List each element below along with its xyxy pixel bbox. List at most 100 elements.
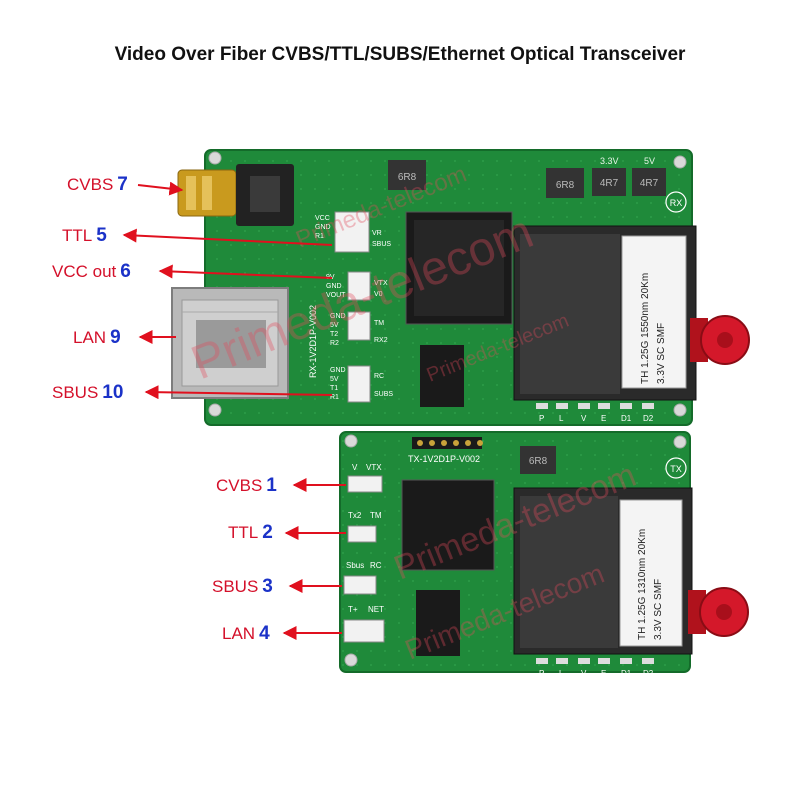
rx-silk: GND: [330, 313, 346, 320]
callout-number: 7: [117, 174, 128, 195]
rx-led-label: D1: [621, 414, 632, 423]
rx-mount-hole: [208, 151, 222, 165]
tx-led-label: D1: [621, 669, 632, 678]
rx-led-label: D2: [643, 414, 654, 423]
callout-name: CVBS: [216, 476, 263, 495]
callout-number: 3: [262, 576, 273, 597]
rx-fiber-module: TH 1.25G 1550nm 20Km 3.3V SC SMF: [513, 225, 750, 401]
rx-inductor-label: 4R7: [600, 178, 619, 189]
rx-silk: 5V: [330, 376, 339, 383]
rx-mount-hole: [208, 403, 222, 417]
rx-module-label-2: 3.3V SC SMF: [656, 323, 667, 384]
callout-number: 9: [110, 327, 121, 348]
rx-silk: 5V: [330, 322, 339, 329]
tx-mount-hole: [673, 435, 687, 449]
page-title: Video Over Fiber CVBS/TTL/SUBS/Ethernet …: [114, 44, 686, 65]
rx-silk: R1: [330, 394, 339, 401]
tx-badge-text: TX: [670, 464, 682, 474]
tx-module-label-2: 3.3V SC SMF: [653, 579, 664, 640]
callout-name: CVBS: [67, 175, 114, 194]
rx-silk: VTX: [374, 280, 388, 287]
rx-main-chip: [405, 211, 513, 325]
rx-inductor-label: 4R7: [640, 178, 659, 189]
rx-led-label: V: [581, 414, 587, 423]
tx-led-row: P L V E D1 D2: [536, 658, 654, 678]
tx-ethernet-chip: [416, 590, 460, 656]
tx-board: TX-1V2D1P-V002 6R8 V VTX Tx2 TM Sbus RC …: [339, 431, 749, 678]
callout-number: 6: [120, 261, 131, 282]
rx-rj45-jack: [171, 287, 289, 399]
tx-inductor: [520, 446, 556, 474]
tx-led-label: E: [601, 669, 606, 678]
rx-led-label: L: [559, 414, 564, 423]
rx-rail-label: 3.3V: [600, 156, 619, 166]
rx-mount-hole: [673, 155, 687, 169]
rx-board-name: RX-1V2D1P-V002: [308, 305, 318, 378]
rx-silk: GND: [326, 283, 342, 290]
tx-inductor-label: 6R8: [529, 456, 548, 467]
callout-name: LAN: [73, 328, 107, 347]
rx-inductors: 6R8 6R8 4R7 4R7 3.3V 5V: [388, 156, 666, 198]
callout-number: 10: [102, 382, 124, 403]
rx-silk: T1: [330, 385, 338, 392]
rx-silk: SBUS: [372, 241, 391, 248]
tx-silk: Tx2: [348, 511, 362, 520]
rx-silk: VR: [372, 230, 382, 237]
tx-silk: Sbus: [346, 561, 364, 570]
callout-name: TTL: [62, 226, 93, 245]
tx-led-label: V: [581, 669, 587, 678]
callout-name: SBUS: [52, 383, 99, 402]
rx-silk: TM: [374, 320, 384, 327]
tx-silk: TM: [370, 511, 382, 520]
rx-badge-text: RX: [670, 198, 683, 208]
tx-tx-badge: TX: [665, 457, 687, 479]
callout-number: 5: [96, 225, 107, 246]
tx-silk: VTX: [366, 463, 382, 472]
rx-cvbs-rca-connector: [177, 164, 294, 226]
tx-led-label: P: [539, 669, 544, 678]
rx-led-row: P L V E D1 D2: [536, 403, 654, 423]
tx-silk: RC: [370, 561, 382, 570]
rx-silk: R2: [330, 340, 339, 347]
callout-number: 4: [259, 623, 270, 644]
rx-inductor-label: 6R8: [398, 172, 417, 183]
callout-number: 2: [262, 522, 273, 543]
rx-ethernet-chip: [420, 345, 464, 407]
rx-header-silkscreen: VCC GND VR R1 SBUS 9V GND VOUT VTX V0 GN…: [315, 215, 393, 401]
rx-silk: VCC: [315, 215, 330, 222]
arrow-cvbs-7: [137, 181, 184, 196]
callout-arrows: [122, 181, 346, 640]
tx-mount-hole: [344, 653, 358, 667]
rx-silk: RX2: [374, 337, 388, 344]
rx-silk: GND: [315, 224, 331, 231]
rx-silk: R1: [315, 233, 324, 240]
rx-rail-label: 5V: [644, 156, 655, 166]
rx-silk: T2: [330, 331, 338, 338]
tx-fiber-module: TH 1.25G 1310nm 20Km 3.3V SC SMF: [513, 487, 749, 655]
tx-board-name: TX-1V2D1P-V002: [408, 454, 480, 464]
rx-rx-badge: RX: [665, 191, 687, 213]
rx-silk: RC: [374, 373, 384, 380]
tx-main-chip: [401, 479, 495, 571]
callout-name: SBUS: [212, 577, 259, 596]
callout-name: VCC out: [52, 262, 117, 281]
rx-led-label: E: [601, 414, 606, 423]
tx-pin-header: [412, 437, 483, 449]
arrow-vccout-6: [158, 264, 333, 279]
rx-module-label-1: TH 1.25G 1550nm 20Km: [640, 273, 651, 384]
rx-silk: SUBS: [374, 391, 393, 398]
rx-silk: V0: [374, 291, 383, 298]
rx-inductor-label: 6R8: [556, 180, 575, 191]
callout-name: LAN: [222, 624, 256, 643]
rx-led-label: P: [539, 414, 544, 423]
